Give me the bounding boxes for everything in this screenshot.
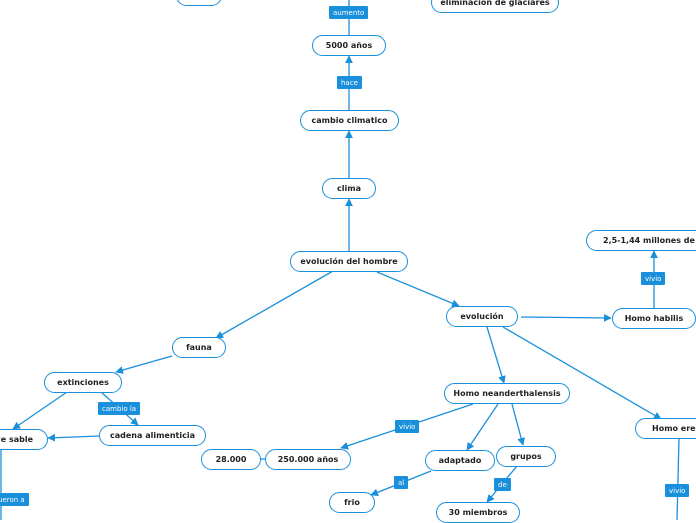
node-28000[interactable]: 28.000 — [201, 449, 261, 470]
edge-evolucion-habilis — [520, 314, 612, 322]
node-extinciones[interactable]: extinciones — [44, 372, 122, 393]
edge-hombre-evolucion — [376, 271, 460, 307]
edge-cadena-sable — [47, 433, 101, 442]
node-grupos[interactable]: grupos — [496, 446, 556, 467]
relation-label-de: de — [494, 478, 511, 491]
node-cambio-climatico[interactable]: cambio climatico — [300, 110, 399, 131]
node-eliminacion-glaciares[interactable]: eliminación de glaciares — [431, 0, 559, 13]
relation-label-aumento: aumento — [329, 6, 369, 19]
relation-label-vivio-erectus: vivio — [665, 484, 690, 497]
node-frio[interactable]: frio — [329, 492, 375, 513]
edge-erectus-down — [676, 438, 680, 520]
node-evolucion[interactable]: evolución — [446, 306, 518, 327]
edge-neanderthal-adaptado — [466, 403, 499, 451]
node-adaptado[interactable]: adaptado — [425, 450, 495, 471]
edge-evolucion-neanderthal — [486, 326, 506, 384]
node-homo-erectus[interactable]: Homo erect — [635, 418, 696, 439]
relation-label-fueron-a: ueron a — [0, 493, 29, 506]
edge-fauna-extinciones — [115, 355, 173, 374]
relation-label-al: al — [394, 476, 409, 489]
node-5000-anos[interactable]: 5000 años — [312, 35, 386, 56]
node-cadena-alimenticia[interactable]: cadena alimenticia — [99, 425, 206, 446]
relation-label-vivio-habilis: vivio — [641, 272, 666, 285]
node-fauna[interactable]: fauna — [172, 337, 226, 358]
node-habilis-age[interactable]: 2,5-1,44 millones de añ — [586, 230, 696, 251]
edge-extinciones-sable — [12, 391, 68, 430]
node-evolucion-del-hombre[interactable]: evolución del hombre — [290, 251, 408, 272]
edge-hombre-fauna — [215, 270, 334, 339]
relation-label-hace: hace — [337, 76, 362, 89]
partial-node-top-left[interactable] — [176, 0, 222, 6]
edge-neanderthal-grupos — [511, 403, 525, 446]
edge-evolucion-erectus — [502, 326, 662, 420]
node-homo-neanderthalensis[interactable]: Homo neanderthalensis — [444, 383, 570, 404]
node-de-sable[interactable]: de sable — [0, 429, 48, 450]
relation-label-vivio-neanderthal: vivio — [395, 420, 420, 433]
node-homo-habilis[interactable]: Homo habilis — [612, 308, 696, 329]
node-clima[interactable]: clima — [322, 178, 376, 199]
node-250000-anos[interactable]: 250.000 años — [265, 449, 351, 470]
relation-label-cambio-la: cambio la — [98, 402, 141, 415]
